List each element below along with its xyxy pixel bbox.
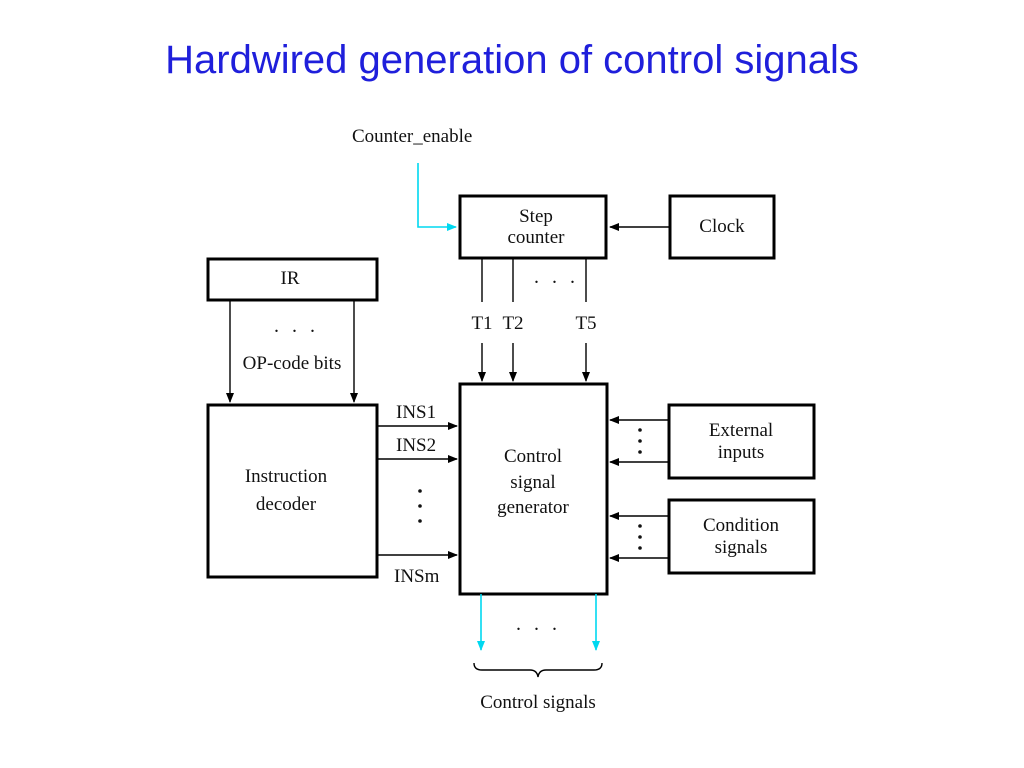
- ins-vertical-dot-1: [418, 489, 422, 493]
- step-counter-label-line2: counter: [508, 227, 566, 248]
- step-counter-box: [458, 194, 608, 260]
- condition-signals-box: [667, 498, 816, 575]
- counter-enable-arrow: [417, 163, 457, 231]
- external-dot-1: [638, 428, 642, 432]
- clock-box: [668, 194, 776, 260]
- instruction-decoder-label-line1: Instruction: [245, 466, 328, 487]
- control-signals-label: Control signals: [480, 692, 596, 713]
- insm-label: INSm: [394, 566, 440, 587]
- ins-vertical-dot-3: [418, 519, 422, 523]
- clock-label: Clock: [699, 216, 745, 237]
- ins1-label: INS1: [396, 402, 436, 423]
- counter-enable-label: Counter_enable: [352, 126, 472, 147]
- external-dot-2: [638, 439, 642, 443]
- instruction-decoder-label-line2: decoder: [256, 494, 317, 515]
- opcode-ellipsis: . . .: [274, 315, 319, 337]
- ir-box: [206, 257, 379, 302]
- condition-dot-3: [638, 546, 642, 550]
- control-signal-generator-label-line3: generator: [497, 497, 569, 518]
- external-inputs-label-line1: External: [709, 420, 773, 441]
- condition-signals-label-line2: signals: [715, 537, 768, 558]
- t2-label: T2: [502, 313, 523, 334]
- step-counter-label-line1: Step: [519, 206, 553, 227]
- control-signals-brace: [473, 662, 603, 678]
- external-inputs-label-line2: inputs: [718, 442, 764, 463]
- t5-label: T5: [575, 313, 596, 334]
- t1-label: T1: [471, 313, 492, 334]
- ir-label: IR: [281, 268, 300, 289]
- opcode-bits-label: OP-code bits: [243, 353, 342, 374]
- condition-dot-1: [638, 524, 642, 528]
- ins2-label: INS2: [396, 435, 436, 456]
- control-signal-generator-label-line1: Control: [504, 446, 562, 467]
- control-output-ellipsis: . . .: [516, 613, 561, 635]
- condition-signals-label-line1: Condition: [703, 515, 780, 536]
- ins-vertical-dot-2: [418, 504, 422, 508]
- instruction-decoder-box: [206, 403, 379, 579]
- control-signal-generator-box: [458, 382, 609, 596]
- external-inputs-box: [667, 403, 816, 480]
- condition-dot-2: [638, 535, 642, 539]
- control-signal-generator-label-line2: signal: [510, 472, 555, 493]
- timing-ellipsis: . . .: [534, 266, 579, 288]
- external-dot-3: [638, 450, 642, 454]
- slide-title: Hardwired generation of control signals: [165, 38, 859, 82]
